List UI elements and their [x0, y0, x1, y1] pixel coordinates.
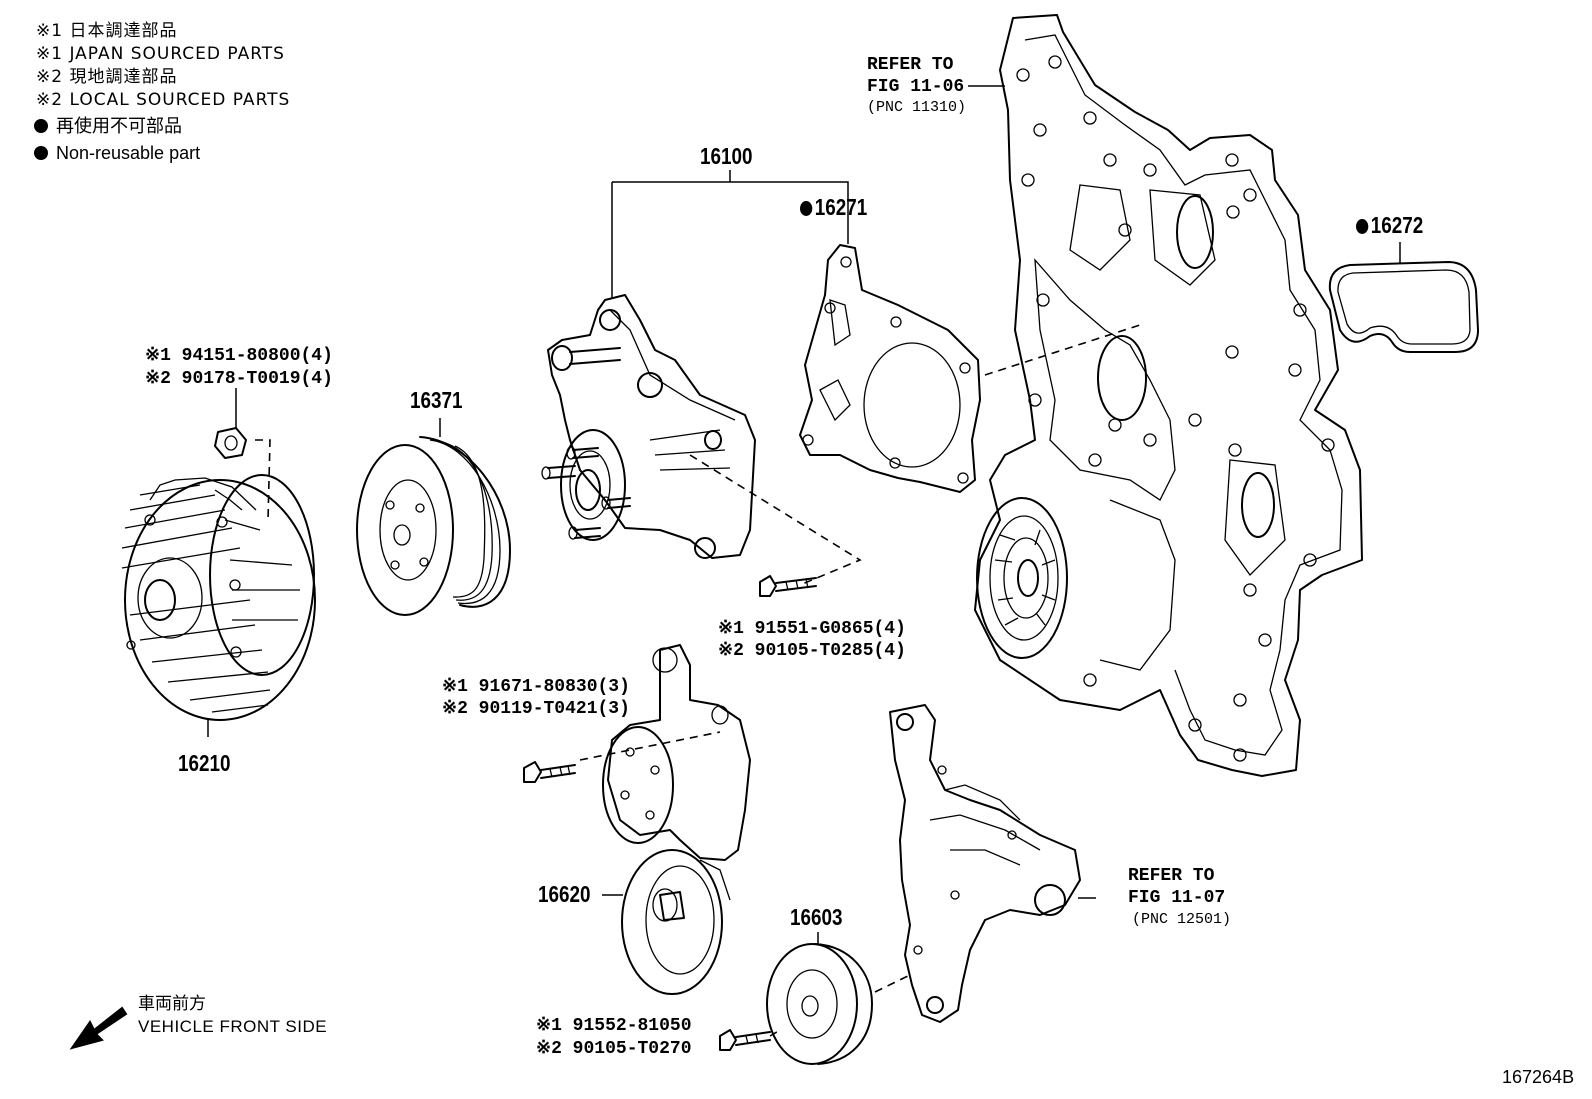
part-label-16100: 16100 [700, 143, 753, 169]
tensioner-bolt-pn-japan: ※1 91671-80830(3) [442, 677, 630, 697]
direction-label-en: VEHICLE FRONT SIDE [138, 1017, 328, 1036]
part-label-16271: 16271 [800, 196, 867, 219]
legend-japan-jp: ※1 日本調達部品 [36, 21, 178, 41]
belt-tensioner-16620 [602, 644, 751, 995]
refer-bottom-line2: FIG 11-07 [1128, 888, 1226, 908]
non-reusable-dot-icon [34, 146, 48, 160]
alignment-dashes [255, 324, 1141, 1037]
pump-bolt-pn-local: ※2 90105-T0285(4) [718, 641, 906, 661]
bolt-91551 [759, 575, 817, 597]
part-label-16620: 16620 [538, 881, 591, 907]
figure-code: 167264B [1502, 1067, 1575, 1087]
non-reusable-dot-icon [34, 119, 48, 133]
non-reusable-dot-icon [1356, 219, 1369, 234]
direction-label-jp: 車両前方 [138, 994, 206, 1013]
refer-bottom-line1: REFER TO [1128, 866, 1215, 886]
non-reusable-dot-icon [800, 201, 813, 216]
leader-lines [207, 85, 1401, 944]
legend-local-jp: ※2 現地調達部品 [36, 67, 178, 87]
nut-pn-japan: ※1 94151-80800(4) [145, 346, 333, 366]
water-pump-16100 [541, 294, 756, 559]
part-label-16371: 16371 [410, 387, 463, 413]
bolt-91552 [719, 1029, 771, 1051]
idler-pulley-16603 [766, 943, 873, 1065]
vehicle-front-arrow-icon [69, 1006, 128, 1050]
part-label-16210: 16210 [178, 750, 231, 776]
part-label-16272: 16272 [1356, 214, 1423, 237]
fan-clutch-16210 [121, 427, 316, 721]
legend-local-en: ※2 LOCAL SOURCED PARTS [36, 90, 291, 110]
part-label-16603: 16603 [790, 904, 843, 930]
idler-bolt-pn-japan: ※1 91552-81050 [536, 1016, 692, 1036]
water-pump-gasket-16271 [799, 244, 981, 493]
legend-japan-en: ※1 JAPAN SOURCED PARTS [36, 44, 285, 64]
refer-top-line3: (PNC 11310) [867, 99, 967, 116]
legend-nonreusable-en: Non-reusable part [34, 144, 200, 162]
refer-bottom-line3: (PNC 12501) [1132, 911, 1232, 928]
nut-pn-local: ※2 90178-T0019(4) [145, 369, 333, 389]
accessory-bracket [889, 704, 1081, 1023]
refer-top-line2: FIG 11-06 [867, 77, 965, 97]
timing-chain-cover [974, 14, 1363, 777]
o-ring-gasket-16272 [1328, 261, 1479, 353]
fan-pulley-16371 [356, 436, 511, 616]
pump-bolt-pn-japan: ※1 91551-G0865(4) [718, 619, 906, 639]
tensioner-bolt-pn-local: ※2 90119-T0421(3) [442, 699, 630, 719]
idler-bolt-pn-local: ※2 90105-T0270 [536, 1039, 692, 1059]
legend-nonreusable-jp: 再使用不可部品 [34, 117, 182, 135]
bolt-91671 [523, 761, 576, 783]
refer-top-line1: REFER TO [867, 55, 954, 75]
